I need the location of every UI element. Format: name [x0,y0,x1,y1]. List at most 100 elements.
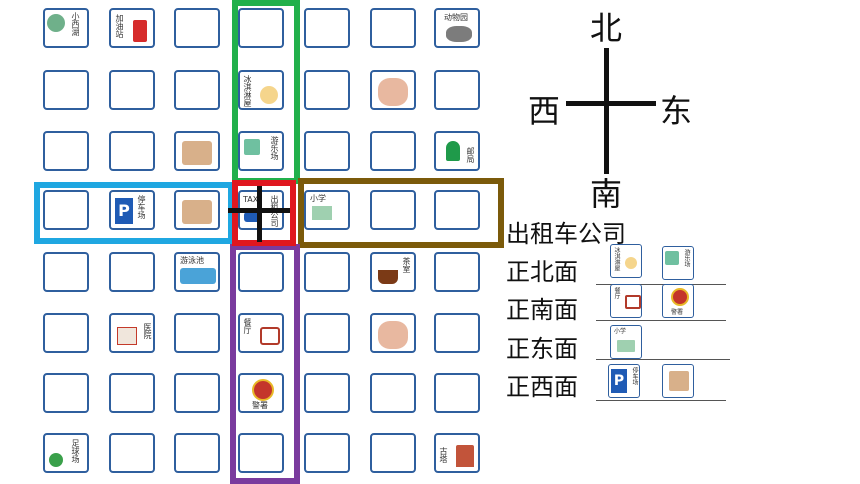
police-badge-icon [671,288,689,306]
map-cell-empty [304,8,350,48]
pool-label: 游泳池 [180,256,204,265]
map-cell-empty [434,190,480,230]
map-cell-school: 小学 [304,190,350,230]
parking-label: 停车场 [137,195,146,219]
map-cell-empty [109,373,155,413]
map-cell-person [370,70,416,110]
map-cell-xiaoxihu: 小西湖 [43,8,89,48]
compass-west: 西 [528,92,561,130]
map-cell-empty [174,433,220,473]
map-cell-hospital: 医院 [109,313,155,353]
post-label: 邮局 [466,147,475,163]
restaurant-icon [625,295,641,309]
question-north: 正北面 [506,258,578,286]
person-icon [378,78,408,106]
center-cross-icon-vertical [257,186,262,242]
answer-restaurant: 餐厅 [610,284,642,318]
compass-south: 南 [590,175,623,213]
icecream-icon [625,257,637,269]
map-cell-house [174,131,220,171]
map-cell-pool: 游泳池 [174,252,220,292]
tea-label: 茶室 [402,257,411,273]
school-icon [617,340,635,352]
tea-icon [378,270,398,284]
map-cell-empty [370,190,416,230]
map-cell-zoo: 动物园 [434,8,480,48]
map-cell-icecream: 冰淇淋屋 [238,70,284,110]
taxi_sign-label: TAXI [243,195,261,204]
pool-icon [180,268,216,284]
map-cell-empty [43,70,89,110]
map-cell-gas: 加油站 [109,8,155,48]
playground-label: 游乐场 [270,136,279,160]
compass-east: 东 [660,92,693,130]
police-label: 警署 [252,401,268,410]
north-column-highlight [232,0,300,184]
post-icon [446,141,460,161]
pagoda-label: 古塔 [439,447,448,463]
map-cell-tea: 茶室 [370,252,416,292]
police-icon [252,379,274,401]
restaurant-icon [260,327,280,345]
taxi-icon [244,212,262,222]
football-label: 足球场 [71,439,80,463]
map-cell-empty [174,70,220,110]
center-highlight [232,180,296,246]
map-cell-empty [43,313,89,353]
parking-icon: P [115,198,133,224]
question-title: 出租车公司 [506,220,626,248]
map-cell-empty [109,433,155,473]
map-cell-house [174,190,220,230]
map-cell-empty [109,252,155,292]
map-cell-police: 警署 [238,373,284,413]
map-cell-empty [174,313,220,353]
map-cell-empty [304,252,350,292]
map-cell-post: 邮局 [434,131,480,171]
map-cell-empty [434,70,480,110]
answer-blank [596,400,726,401]
map-cell-empty [238,252,284,292]
west-row-highlight [34,182,234,244]
question-east: 正东面 [506,335,578,363]
school-label: 小学 [310,194,326,203]
question-south: 正南面 [506,296,578,324]
answer-house [662,364,694,398]
zoo-icon [446,26,472,42]
playground-icon [665,251,679,265]
map-cell-empty [434,252,480,292]
map-cell-empty [304,70,350,110]
house-icon [182,141,212,165]
map-cell-restaurant: 餐厅 [238,313,284,353]
house-icon [182,200,212,224]
answer-school: 小学 [610,325,642,359]
map-cell-empty [43,252,89,292]
answer-playground: 游乐场 [662,246,694,280]
school-icon [312,206,332,220]
xiaoxihu-icon [47,14,65,32]
east-row-highlight [298,178,504,248]
parking-icon: P [611,369,627,393]
icecream-label: 冰淇淋屋 [243,75,252,107]
answer-blank [596,320,726,321]
map-cell-empty [370,131,416,171]
map-cell-empty [304,373,350,413]
zoo-label: 动物园 [444,13,468,22]
map-cell-empty [370,8,416,48]
map-cell-playground: 游乐场 [238,131,284,171]
gas-icon [133,20,147,42]
map-cell-empty [43,373,89,413]
map-cell-empty [370,373,416,413]
map-cell-person [370,313,416,353]
map-cell-empty [174,8,220,48]
answer-police: 警署 [662,284,694,318]
map-cell-empty [304,131,350,171]
south-column-highlight [230,244,300,484]
map-cell-pagoda: 古塔 [434,433,480,473]
map-cell-empty [304,433,350,473]
compass-vertical-line [604,48,609,174]
map-cell-empty [434,313,480,353]
answer-blank [596,284,726,285]
map-cell-empty [370,433,416,473]
question-west: 正西面 [506,373,578,401]
gas-label: 加油站 [115,14,124,38]
